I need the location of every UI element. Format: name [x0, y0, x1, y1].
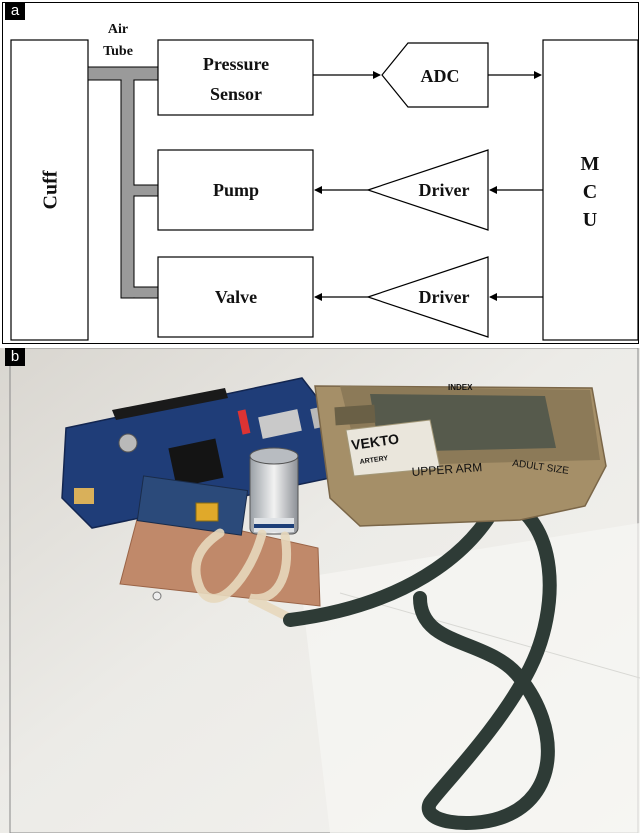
block-diagram-panel: a Cuff Air Tube Pressure Sensor [0, 0, 640, 345]
cuff-brand-text: VEKTO [350, 430, 400, 453]
cuff-artery-text: ARTERY [359, 455, 389, 466]
prototype-photo-panel: b [0, 348, 640, 833]
silicone-tube-2 [247, 531, 295, 623]
panel-b-tag: b [5, 348, 25, 366]
mcu-board [61, 377, 351, 529]
valve-component [195, 502, 219, 522]
prototype-photo: VEKTO ARTERY INDEX UPPER ARM ADULT SIZE [0, 348, 640, 833]
mcu-block [542, 39, 639, 341]
pump-label: Pump [213, 180, 259, 200]
air-tube-label-line2: Tube [103, 44, 133, 59]
mcu-label-m: M [581, 153, 600, 175]
panel-a-tag: a [5, 2, 25, 20]
driver-pump-label: Driver [419, 180, 470, 200]
mcu-label-c: C [583, 181, 597, 203]
air-tube [87, 66, 159, 299]
driver-valve-label: Driver [419, 287, 470, 307]
silicone-tube-1 [191, 528, 267, 603]
mcu-label-u: U [583, 209, 597, 231]
valve-label: Valve [215, 287, 257, 307]
cuff-index-text: INDEX [448, 383, 473, 392]
driver-pump-block [366, 149, 489, 231]
air-tube-label-line1: Air [108, 22, 128, 37]
pump-block [157, 149, 314, 231]
cuff-block [10, 39, 89, 341]
pressure-sensor-block [157, 39, 314, 116]
paper-edge [339, 592, 640, 679]
pressure-sensor-label-line2: Sensor [210, 84, 262, 104]
block-diagram: Cuff Air Tube Pressure Sensor Pump Valve… [2, 2, 639, 344]
pump-cylinder [249, 447, 299, 535]
cuff-upper-arm-text: UPPER ARM [411, 460, 482, 479]
driver-valve-block [366, 256, 489, 338]
adc-label: ADC [421, 66, 460, 86]
valve-block [157, 256, 314, 338]
cuff-label: Cuff [40, 170, 62, 209]
bp-cuff [314, 385, 607, 527]
driver-board [136, 475, 249, 536]
mount-hole [152, 591, 162, 601]
pressure-sensor-label-line1: Pressure [203, 54, 269, 74]
